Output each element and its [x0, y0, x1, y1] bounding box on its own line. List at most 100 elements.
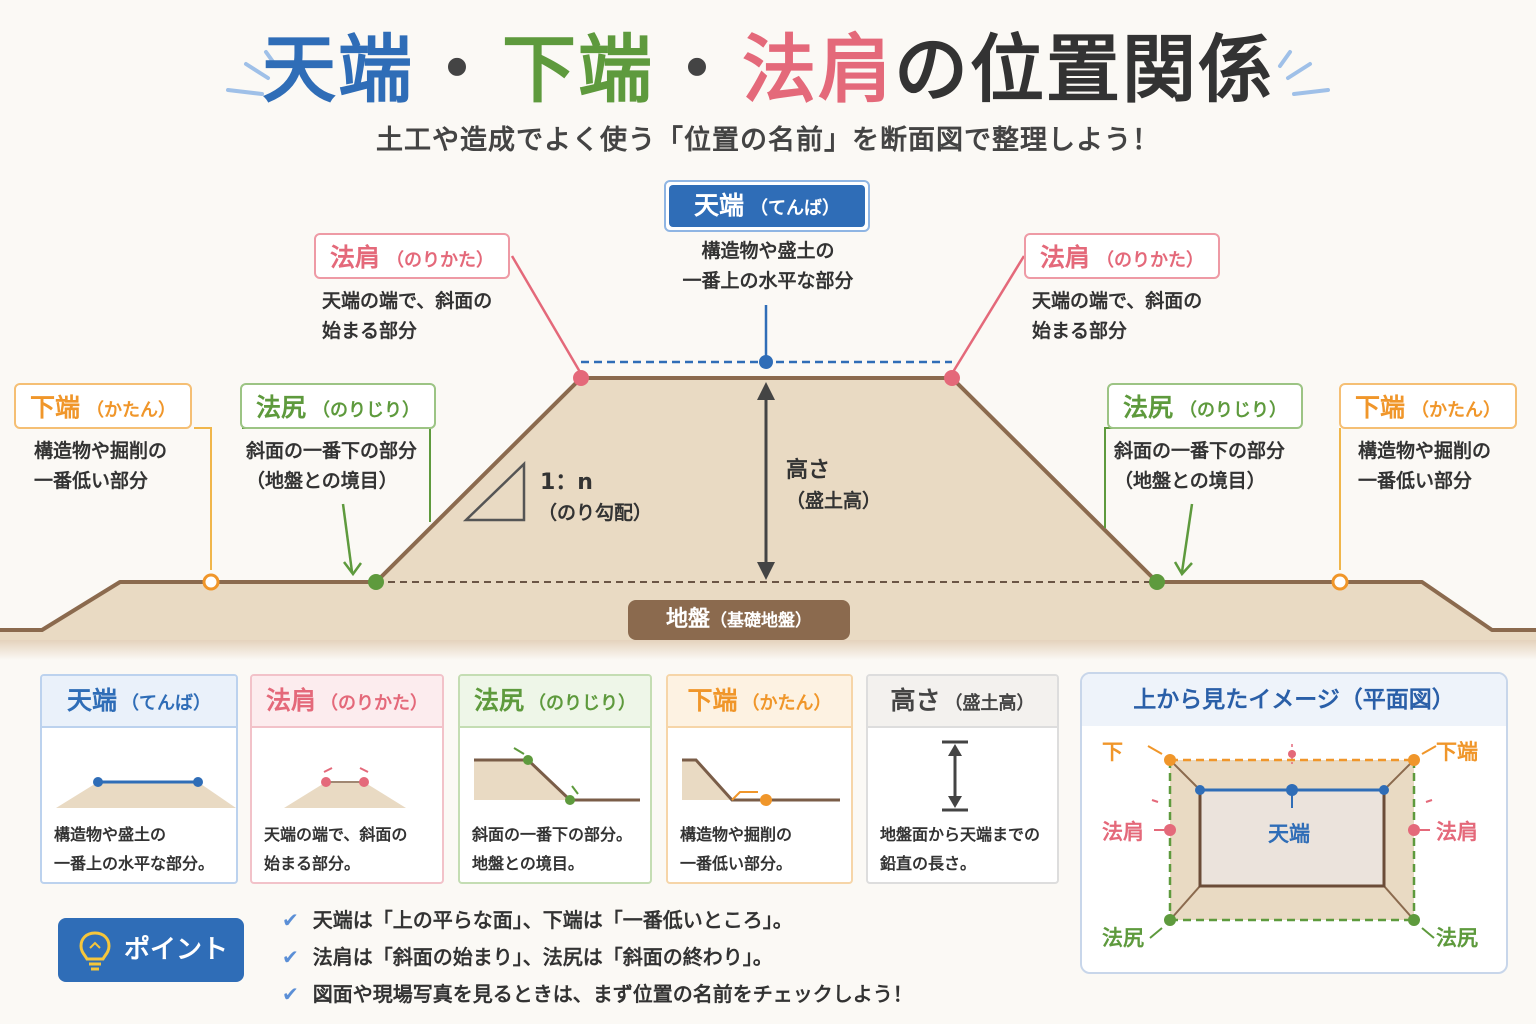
- katan-left-reading: （かたん）: [86, 400, 177, 421]
- norijiri-left-desc: 斜面の一番下の部分 （地盤との境目）: [246, 436, 417, 496]
- norikata-right-desc-line2: 始まる部分: [1032, 320, 1128, 342]
- norijiri-right-label: 法尻: [1123, 393, 1174, 422]
- point-label: ポイント: [124, 935, 229, 965]
- card-norijiri-reading: （のりじり）: [528, 693, 636, 714]
- card-katan-desc: 構造物や掘削の 一番低い部分。: [680, 820, 792, 878]
- plan-view-panel: 上から見たイメージ（平面図）: [1080, 672, 1508, 974]
- title-norikata: 法肩: [742, 27, 894, 113]
- card-katan-reading: （かたん）: [741, 693, 832, 714]
- tip-2: ✔ 法肩は「斜面の始まり」、法尻は「斜面の終わり」。: [282, 941, 773, 970]
- norikata-left-tag: 法肩（のりかた）: [314, 233, 511, 279]
- point-badge: ポイント: [58, 918, 244, 982]
- norikata-right-leader: [951, 255, 1026, 373]
- tenba-desc-line1: 構造物や盛土の: [701, 240, 835, 262]
- page-title: 天端・下端・法肩の位置関係: [0, 20, 1536, 120]
- card-norikata-line2: 始まる部分。: [264, 854, 361, 873]
- norikata-left-leader: [510, 255, 582, 373]
- card-katan-title: 下端: [687, 686, 738, 715]
- height-label-note: （盛土高）: [786, 490, 882, 512]
- card-tenba-illustration: [56, 777, 236, 808]
- card-norikata-title: 法肩: [265, 686, 316, 715]
- card-height-line2: 鉛直の長さ。: [880, 854, 977, 873]
- tip-2-text: 法肩は「斜面の始まり」、法尻は「斜面の終わり」。: [312, 945, 773, 969]
- norikata-left-desc: 天端の端で、斜面の 始まる部分: [322, 286, 492, 346]
- card-tenba-head: 天端（てんば）: [42, 676, 236, 728]
- card-tenba: 天端（てんば） 構造物や盛土の 一番上の水平な部分。: [40, 674, 238, 884]
- cross-section-diagram: [0, 255, 1536, 660]
- card-norijiri-line2: 地盤との境目。: [472, 854, 584, 873]
- title-tenba: 天端: [262, 27, 414, 113]
- card-tenba-line1: 構造物や盛土の: [54, 825, 167, 844]
- slope-note: （のり勾配）: [538, 502, 653, 524]
- norikata-right-desc: 天端の端で、斜面の 始まる部分: [1032, 286, 1202, 346]
- norijiri-right-reading: （のりじり）: [1179, 400, 1288, 421]
- card-tenba-reading: （てんば）: [121, 693, 211, 714]
- tip-3-text: 図面や現場写真を見るときは、まず位置の名前をチェックしよう！: [312, 982, 913, 1006]
- ground-label: 地盤: [665, 607, 710, 632]
- norijiri-left-desc-line1: 斜面の一番下の部分: [246, 440, 418, 462]
- tenba-tag: 天端（てんば）: [664, 180, 870, 232]
- card-tenba-line2: 一番上の水平な部分。: [54, 854, 215, 873]
- norijiri-left-tag: 法尻（のりじり）: [240, 383, 437, 429]
- katan-right-reading: （かたん）: [1411, 400, 1502, 421]
- card-height: 高さ（盛土高） 地盤面から天端までの 鉛直の長さ。: [866, 674, 1059, 884]
- tenba-tag-label: 天端: [693, 191, 744, 220]
- title-rest: の位置関係: [894, 27, 1274, 113]
- card-tenba-desc: 構造物や盛土の 一番上の水平な部分。: [54, 820, 214, 878]
- norikata-left-label: 法肩: [330, 243, 381, 272]
- height-arrow-top: [757, 382, 775, 400]
- card-katan-illustration: [682, 758, 840, 806]
- card-norikata-line1: 天端の端で、斜面の: [264, 825, 408, 844]
- card-height-desc: 地盤面から天端までの 鉛直の長さ。: [880, 820, 1040, 878]
- slope-ratio: 1：n: [540, 470, 593, 495]
- norijiri-right-desc-line2: （地盤との境目）: [1114, 470, 1266, 492]
- spark-left-icon: [226, 50, 278, 96]
- norijiri-left-marker: [368, 574, 384, 590]
- check-icon: ✔: [282, 982, 299, 1006]
- plan-view-title: 上から見たイメージ（平面図）: [1082, 674, 1506, 726]
- plan-norikata-left: 法肩: [1102, 820, 1144, 844]
- height-arrow-bottom: [757, 562, 775, 580]
- card-norijiri-illustration: [474, 747, 640, 805]
- norijiri-right-arrow: [1180, 503, 1194, 573]
- card-height-line1: 地盤面から天端までの: [880, 825, 1041, 844]
- card-katan-line1: 構造物や掘削の: [680, 825, 793, 844]
- height-label: 高さ （盛土高）: [786, 456, 881, 516]
- tenba-marker: [759, 355, 773, 369]
- norikata-left-reading: （のりかた）: [386, 250, 495, 271]
- tip-1: ✔天端は「上の平らな面」、下端は「一番低いところ」。: [282, 904, 793, 933]
- tenba-desc-line2: 一番上の水平な部分: [682, 270, 854, 292]
- card-norijiri-line1: 斜面の一番下の部分。: [472, 825, 633, 844]
- norijiri-right-arrowhead: [1173, 561, 1193, 577]
- ground-badge: 地盤（基礎地盤）: [628, 600, 850, 640]
- katan-right-tag: 下端（かたん）: [1339, 383, 1518, 429]
- katan-right-label: 下端: [1355, 393, 1406, 422]
- katan-left-desc-line1: 構造物や掘削の: [34, 440, 168, 462]
- ground-note: （基礎地盤）: [710, 611, 812, 631]
- card-norikata-reading: （のりかた）: [320, 693, 428, 714]
- ground-line: [0, 376, 1536, 632]
- card-katan: 下端（かたん） 構造物や掘削の 一番低い部分。: [666, 674, 853, 884]
- card-norikata: 法肩（のりかた） 天端の端で、斜面の 始まる部分。: [250, 674, 444, 884]
- card-katan-line2: 一番低い部分。: [680, 854, 793, 873]
- plan-katan-left: 下: [1102, 740, 1123, 764]
- katan-right-desc-line2: 一番低い部分: [1358, 470, 1473, 492]
- check-icon: ✔: [282, 945, 299, 969]
- card-height-title: 高さ: [890, 686, 941, 715]
- card-katan-head: 下端（かたん）: [668, 676, 851, 728]
- title-sep: ・: [660, 27, 736, 113]
- plan-norijiri-left: 法尻: [1102, 926, 1144, 950]
- tip-3: ✔ 図面や現場写真を見るときは、まず位置の名前をチェックしよう！: [282, 978, 913, 1007]
- katan-right-marker: [1331, 573, 1349, 591]
- katan-left-desc-line2: 一番低い部分: [34, 470, 149, 492]
- katan-left-desc: 構造物や掘削の 一番低い部分: [34, 436, 167, 496]
- spark-right-icon: [1278, 50, 1330, 96]
- katan-left-leader: [194, 427, 212, 570]
- plan-norijiri-right: 法尻: [1436, 926, 1478, 950]
- katan-right-desc-line1: 構造物や掘削の: [1358, 440, 1492, 462]
- katan-left-marker: [202, 573, 220, 591]
- card-tenba-title: 天端: [66, 686, 117, 715]
- norikata-right-desc-line1: 天端の端で、斜面の: [1032, 290, 1203, 312]
- norikata-left-desc-line2: 始まる部分: [322, 320, 418, 342]
- katan-right-desc: 構造物や掘削の 一番低い部分: [1358, 436, 1491, 496]
